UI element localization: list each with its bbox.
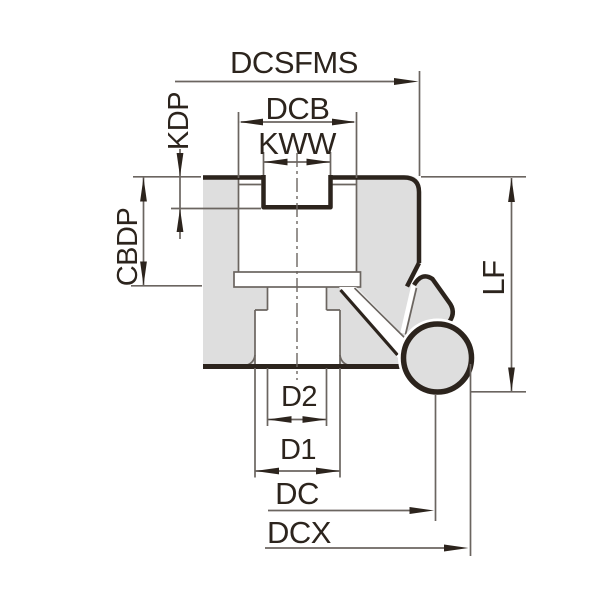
keyway-cavity [261, 174, 331, 208]
dimension-lf: LF [421, 175, 526, 393]
dim-label-dc: DC [275, 476, 319, 511]
kww-arrow-left [263, 158, 288, 166]
neck-and-step-lines [254, 287, 341, 364]
cbdp-arrow-up [140, 177, 147, 202]
cbdp-arrow-down [140, 261, 147, 286]
beak-inner-edge [404, 287, 418, 335]
arbor-bore [233, 177, 362, 367]
screw-slot [339, 287, 416, 358]
kww-ext-lines [262, 152, 332, 175]
lf-arrow-up [508, 178, 515, 202]
dcsfms-arrow-right [394, 78, 419, 85]
pocket-notch-edge [404, 261, 422, 288]
bore-wall-lines [237, 179, 358, 272]
pocket-beak-outline [412, 274, 455, 332]
pocket-seat-edge [339, 288, 399, 357]
dim-label-kww: KWW [258, 126, 337, 161]
insert-circle [400, 321, 475, 395]
dimension-dcb: DCB [237, 91, 358, 178]
kdp-ext-lines [133, 175, 261, 210]
top-face-and-right-edge [203, 175, 422, 263]
dimension-d2: D2 [266, 368, 328, 426]
dimension-dc: DC [268, 394, 437, 521]
d2-ext-lines [266, 368, 328, 426]
dim-label-d1: D1 [280, 434, 316, 466]
dc-arrow-right [409, 507, 434, 514]
dim-label-kdp: KDP [163, 92, 195, 150]
dcb-arrow-left [239, 118, 263, 126]
dimension-d1: D1 [254, 368, 341, 478]
dimension-cbdp: CBDP [112, 177, 202, 287]
dim-label-d2: D2 [281, 381, 317, 413]
dimension-dcx: DCX [265, 364, 472, 556]
dim-label-lf: LF [476, 260, 511, 295]
d2-arrow-right [302, 416, 327, 423]
dcb-ext-lines [237, 112, 358, 178]
dim-label-cbdp: CBDP [112, 208, 144, 287]
beak-gap [400, 284, 416, 334]
dim-label-dcb: DCB [266, 91, 330, 126]
dcb-arrow-right [332, 118, 356, 126]
dim-label-dcx: DCX [267, 515, 332, 550]
d1-arrow-right [316, 467, 340, 475]
round-insert [398, 318, 477, 398]
dimension-dcsfms: DCSFMS [175, 45, 421, 176]
lf-arrow-down [508, 367, 515, 392]
keyway [261, 174, 333, 210]
d1-ext-lines [254, 368, 341, 478]
d1-arrow-left [255, 467, 279, 475]
kww-arrow-right [306, 158, 331, 166]
dimension-kdp: KDP [133, 92, 261, 239]
dimension-kww: KWW [258, 126, 338, 175]
kdp-arrow-up [176, 208, 184, 232]
kdp-arrow-down [176, 153, 184, 177]
dim-label-dcsfms: DCSFMS [230, 45, 358, 80]
d2-arrow-left [267, 416, 292, 423]
dcx-arrow-right [444, 544, 469, 552]
